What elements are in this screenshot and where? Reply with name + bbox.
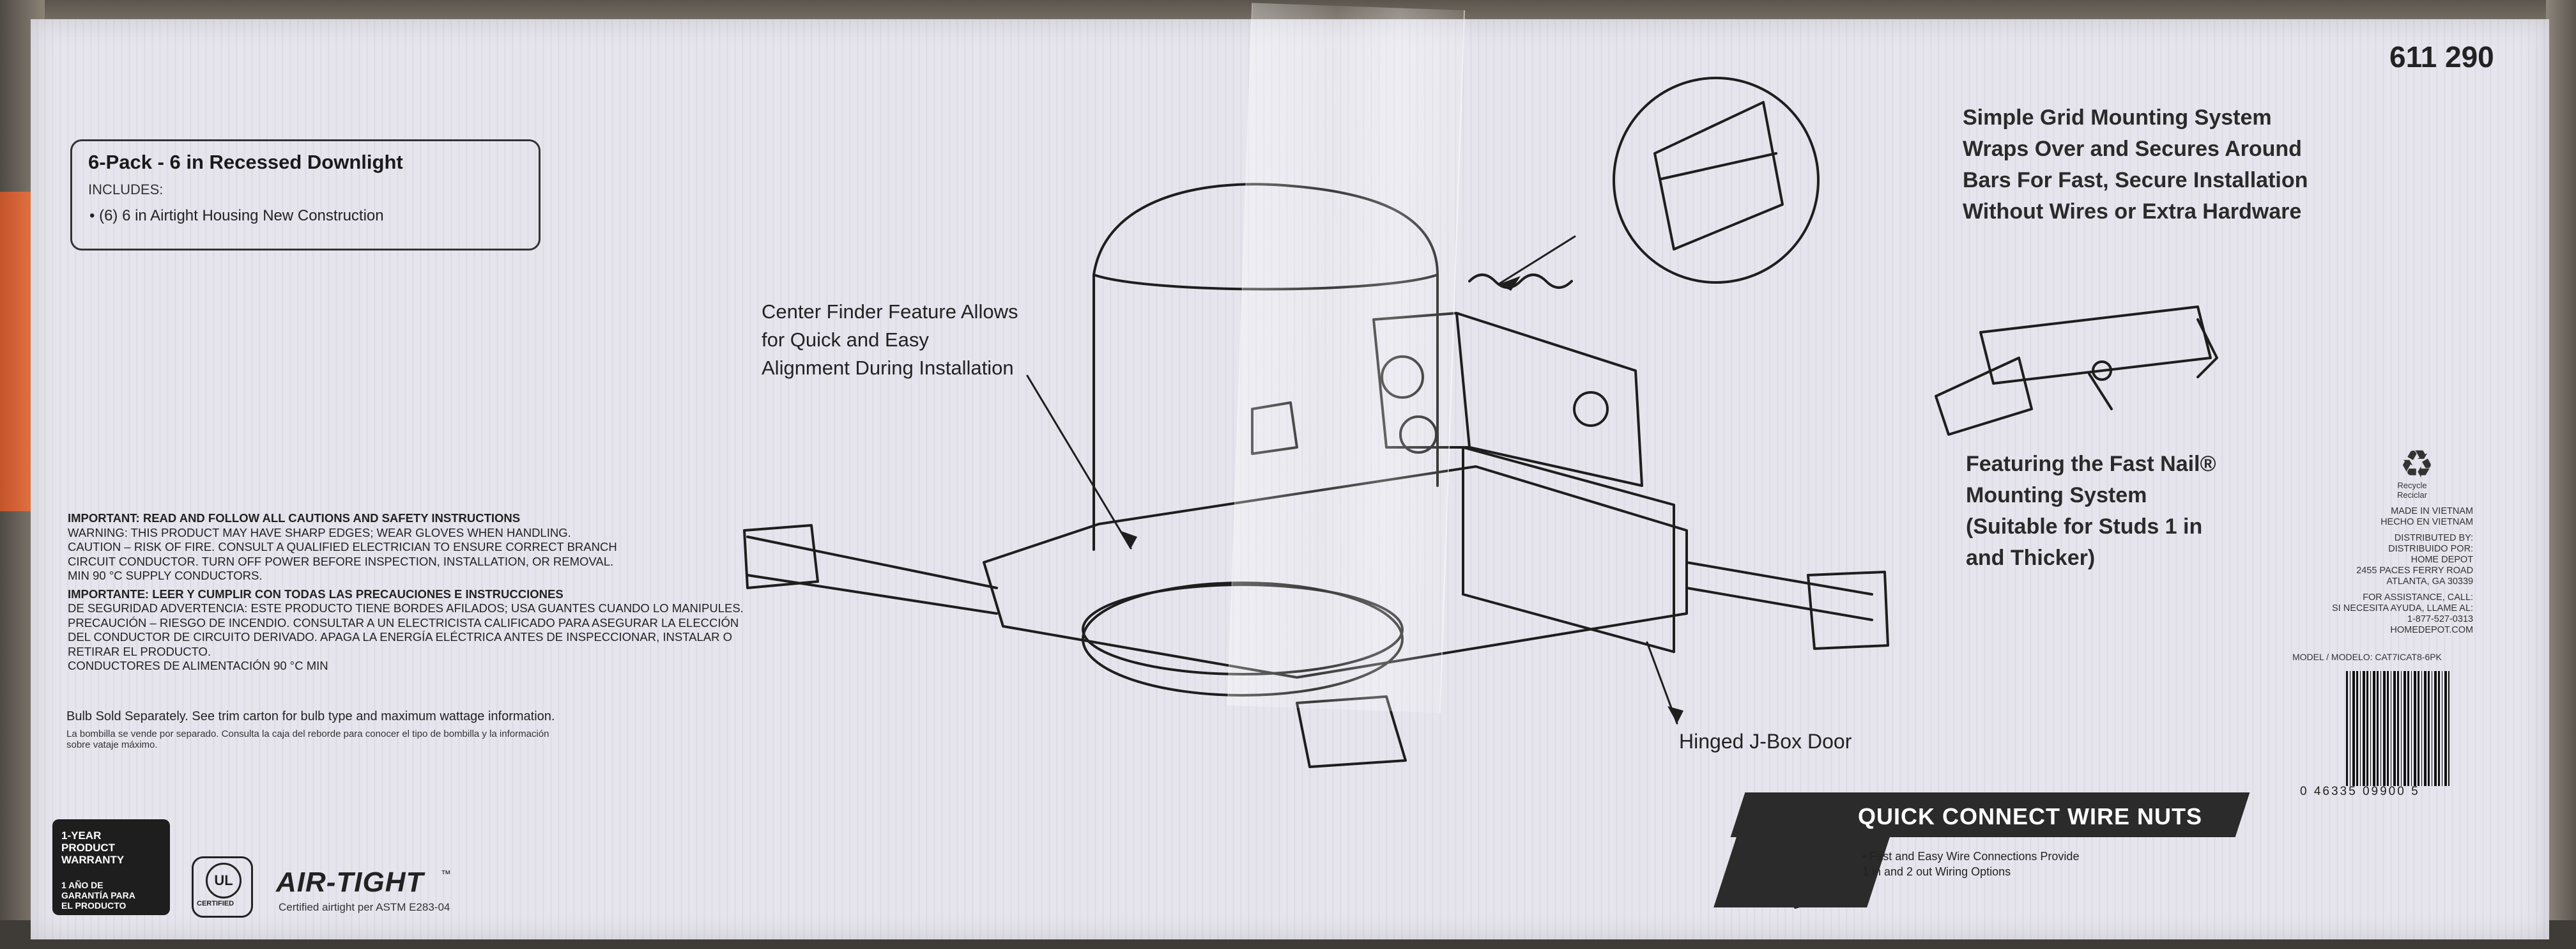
recycle-icon: ♻ bbox=[2400, 443, 2434, 486]
airtight-trademark: ™ bbox=[441, 869, 451, 880]
quick-connect-desc: • Fast and Easy Wire Connections Provide… bbox=[1862, 850, 2080, 878]
carton-panel bbox=[31, 19, 2549, 939]
packing-tape bbox=[1227, 3, 1466, 713]
warranty-text-spanish: 1 AÑO DE GARANTÍA PARA EL PRODUCTO bbox=[61, 880, 135, 911]
safety-warnings: IMPORTANT: READ AND FOLLOW ALL CAUTIONS … bbox=[68, 511, 744, 672]
orange-strip bbox=[0, 192, 31, 511]
product-info-box bbox=[70, 139, 540, 251]
fast-nail-feature: Featuring the Fast Nail® Mounting System… bbox=[1966, 452, 2216, 570]
includes-label: INCLUDES: bbox=[88, 181, 164, 197]
airtight-subtitle: Certified airtight per ASTM E283-04 bbox=[279, 901, 450, 913]
ul-certified-label: CERTIFIED bbox=[197, 900, 234, 907]
barcode-digits: 0 46335 09900 5 bbox=[2300, 785, 2420, 798]
center-finder-feature: Center Finder Feature Allows for Quick a… bbox=[762, 300, 1018, 379]
product-title: 6-Pack - 6 in Recessed Downlight bbox=[88, 151, 403, 173]
distribution-info: MADE IN VIETNAM HECHO EN VIETNAM DISTRIB… bbox=[2332, 506, 2474, 635]
quick-connect-title: QUICK CONNECT WIRE NUTS bbox=[1858, 803, 2202, 829]
grid-mount-feature: Simple Grid Mounting System Wraps Over a… bbox=[1963, 105, 2308, 224]
airtight-logo: AIR-TIGHT bbox=[276, 867, 424, 898]
bulb-note: Bulb Sold Separately. See trim carton fo… bbox=[66, 709, 555, 723]
recycle-label: Recycle Reciclar bbox=[2397, 481, 2427, 500]
warranty-text: 1-YEAR PRODUCT WARRANTY bbox=[61, 829, 125, 866]
ul-mark: UL bbox=[206, 863, 241, 899]
jbox-door-label: Hinged J-Box Door bbox=[1679, 730, 1852, 753]
includes-item: • (6) 6 in Airtight Housing New Construc… bbox=[89, 207, 384, 224]
bulb-note-spanish: La bombilla se vende por separado. Consu… bbox=[66, 729, 549, 750]
barcode bbox=[2346, 671, 2450, 786]
warranty-badge bbox=[52, 819, 170, 915]
cardboard-right-edge bbox=[2546, 0, 2576, 949]
ul-certified-icon bbox=[192, 856, 253, 918]
model-line: MODEL / MODELO: CAT7ICAT8-6PK bbox=[2292, 652, 2442, 662]
model-number: 611 290 bbox=[2389, 40, 2494, 73]
